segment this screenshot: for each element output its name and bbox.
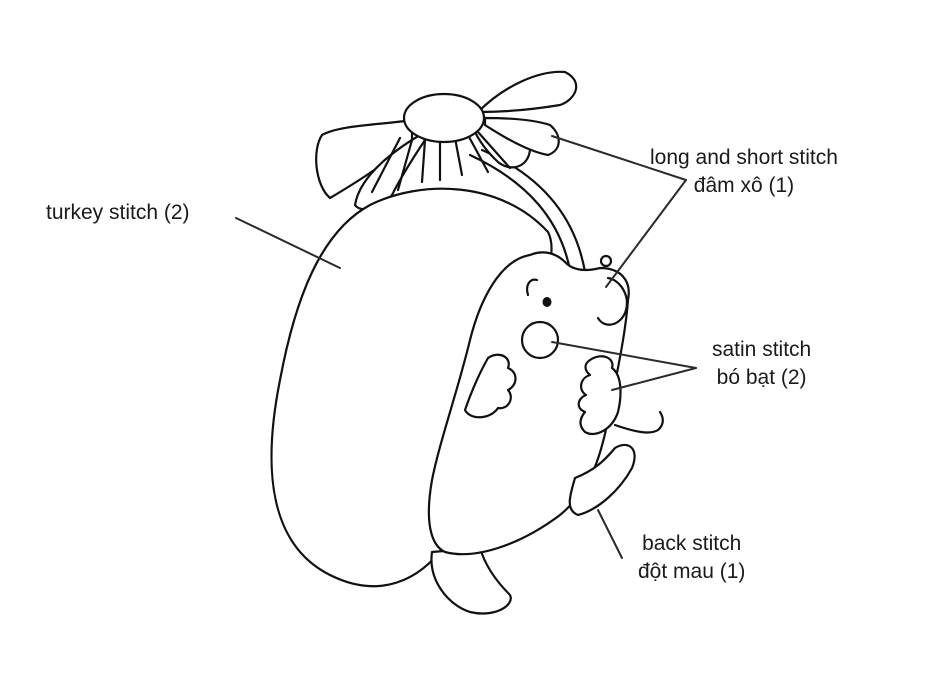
hedgehog-back-leg bbox=[430, 546, 512, 615]
label-long-short-line1: long and short stitch bbox=[650, 146, 838, 169]
label-back-stitch: back stitch đột mau (1) bbox=[638, 530, 745, 586]
flower-stem-inner bbox=[468, 153, 572, 272]
leader-satin-cheek bbox=[551, 341, 697, 369]
label-turkey-line1: turkey stitch (2) bbox=[46, 201, 190, 224]
label-turkey-stitch: turkey stitch (2) bbox=[46, 199, 190, 227]
hedgehog-front-leg bbox=[568, 443, 636, 517]
hedgehog-right-paw bbox=[577, 355, 622, 436]
hedgehog-nose bbox=[599, 254, 613, 268]
hedgehog-snout bbox=[596, 276, 628, 326]
hedgehog-tail bbox=[613, 410, 664, 434]
flower bbox=[315, 70, 578, 211]
hedgehog-left-paw bbox=[463, 353, 517, 419]
label-satin-stitch: satin stitch bó bạt (2) bbox=[712, 336, 811, 392]
leader-turkey bbox=[235, 217, 341, 269]
hedgehog-ear bbox=[526, 278, 539, 297]
label-back-line1: back stitch bbox=[642, 532, 742, 555]
leader-satin-paw bbox=[611, 367, 697, 391]
hedgehog-eye bbox=[542, 297, 552, 307]
label-satin-line2: bó bạt (2) bbox=[716, 366, 807, 389]
leader-back bbox=[597, 509, 623, 559]
label-back-line2: đột mau (1) bbox=[638, 560, 746, 583]
label-long-short-line2: đâm xô (1) bbox=[693, 174, 795, 197]
hedgehog-cheek bbox=[520, 320, 560, 360]
leader-long-short-flower bbox=[551, 135, 687, 181]
label-satin-line1: satin stitch bbox=[712, 338, 812, 361]
label-long-short-stitch: long and short stitch đâm xô (1) bbox=[650, 144, 838, 200]
leader-long-short-hedgehog bbox=[605, 179, 687, 288]
